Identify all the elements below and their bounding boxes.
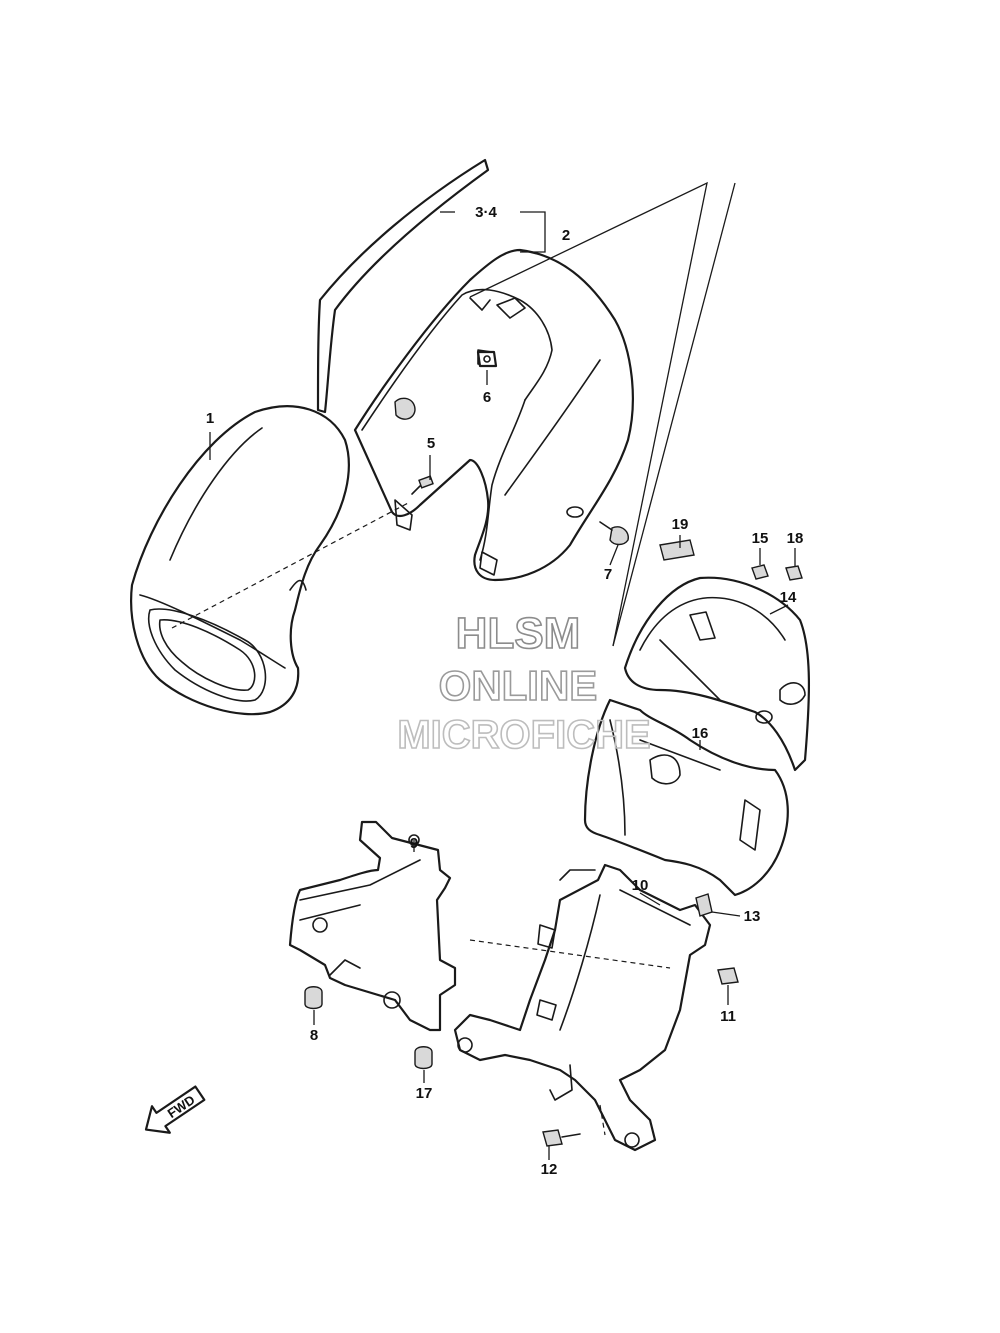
watermark-line-3: MICROFICHE	[397, 713, 650, 757]
callout-10: 10	[632, 877, 649, 894]
part-9-stay-bracket	[288, 820, 457, 1032]
callout-19: 19	[672, 516, 689, 533]
leader-7	[609, 544, 619, 566]
watermark-line-2: ONLINE	[439, 662, 598, 709]
callout-1: 1	[206, 410, 214, 427]
leader-14	[769, 604, 789, 615]
assembly-bracket-line	[469, 181, 708, 647]
callout-17: 17	[416, 1085, 433, 1102]
callout-18: 18	[787, 530, 804, 547]
part-1-front-cowl	[130, 405, 350, 716]
callout-7: 7	[604, 566, 612, 583]
part-10-stay-bracket	[453, 863, 712, 1152]
part-6-clip	[476, 350, 498, 368]
assembly-bracket-line-2	[612, 182, 736, 647]
part-15-nut	[751, 564, 769, 580]
callout-5: 5	[427, 435, 435, 452]
callout-2: 2	[562, 227, 570, 244]
part-16-lower-panel	[583, 698, 789, 897]
leader-13	[711, 911, 741, 917]
callout-6: 6	[483, 389, 491, 406]
part-19-pad	[659, 539, 695, 561]
part-17-collar	[414, 1046, 433, 1070]
part-14-inner-cover	[623, 576, 810, 772]
callout-12: 12	[541, 1161, 558, 1178]
leader-10	[639, 892, 661, 906]
assembly-dash-2	[469, 939, 671, 969]
callout-11: 11	[720, 1008, 736, 1025]
part-7-rivet	[599, 521, 629, 546]
part-18-grommet	[785, 565, 803, 581]
callout-3-4: 3·4	[475, 204, 497, 221]
callout-16: 16	[692, 725, 709, 742]
part-2-upper-cowl	[353, 248, 634, 582]
fwd-arrow-icon: FWD	[144, 1085, 206, 1134]
part-3-4-trim-strip	[316, 158, 490, 414]
callout-8: 8	[310, 1027, 318, 1044]
part-8-collar	[304, 986, 323, 1010]
watermark-line-1: HLSM	[456, 609, 581, 658]
callout-15: 15	[752, 530, 769, 547]
callout-14: 14	[780, 589, 797, 606]
leader-2-bracket	[520, 211, 546, 253]
watermark: HLSM ONLINE MICROFICHE	[397, 608, 652, 758]
part-12-bolt	[542, 1129, 581, 1147]
part-11-bolt	[717, 967, 739, 985]
callout-13: 13	[744, 908, 761, 925]
callout-9: 9	[410, 835, 418, 852]
